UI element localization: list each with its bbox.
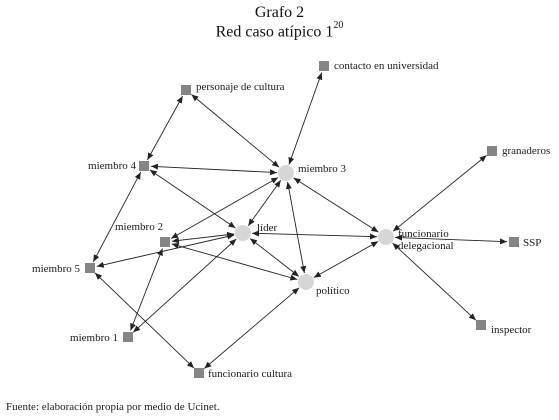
node-politico [298,274,314,290]
edge-personaje-miembro4 [147,95,183,161]
nodes-layer [85,61,519,378]
node-inspector [476,320,486,330]
edge-funcionario-granaderos [392,155,487,232]
edge-miembro5-funcultura [94,272,195,369]
edge-lider-funcionario [251,230,378,240]
footnote-ref: 20 [333,20,344,31]
node-miembro2 [160,237,170,247]
node-label-miembro3: miembro 3 [298,163,346,175]
node-miembro1 [123,332,133,342]
edge-funcionario-ssp [394,234,508,245]
graph-subtitle: Red caso atípico 120 [0,20,559,41]
node-label-miembro1: miembro 1 [70,332,118,344]
node-label-contacto: contacto en universidad [334,60,439,72]
edge-funcionario-politico [313,241,379,278]
node-label-granaderos: granaderos [502,145,550,157]
node-label-lider: líder [257,222,277,234]
node-miembro5 [85,263,95,273]
node-funcionario [378,229,394,245]
edge-funcionario-inspector [392,242,477,321]
node-label-miembro2: miembro 2 [115,221,163,233]
node-funcultura [194,368,204,378]
labels-layer: personaje de cultura contacto en universi… [32,60,550,380]
edge-miembro2-politico [171,242,298,281]
node-label-ssp: SSP [523,237,541,249]
source-footer: Fuente: elaboración propia por medio de … [6,401,220,413]
edge-miembro3-politico [285,181,307,274]
edge-lider-politico [249,238,300,277]
edge-miembro4-miembro3 [150,163,278,176]
node-label-line: funcionario [398,228,449,240]
edge-miembro3-funcionario [293,177,379,233]
edge-personaje-miembro3 [191,94,280,168]
graph-title: Grafo 2 [254,4,305,21]
edges-layer [92,72,508,369]
subtitle-text: Red caso atípico 1 [215,23,334,41]
node-ssp [509,237,519,247]
node-personaje [181,85,191,95]
node-lider [235,225,251,241]
node-label-miembro5: miembro 5 [32,263,80,275]
edge-miembro4-miembro5 [92,171,142,263]
edge-miembro2-miembro1 [130,248,163,331]
edge-miembro4-lider [149,169,236,229]
edge-contacto-miembro3 [288,72,323,165]
edge-miembro3-lider [247,180,282,226]
node-granaderos [487,146,497,156]
node-label-personaje: personaje de cultura [196,81,285,93]
node-label-line: delegacional [398,240,454,252]
edge-politico-funcultura [204,287,300,369]
node-label-politico: político [316,285,350,297]
node-miembro4 [139,161,149,171]
node-label-inspector: inspector [491,324,532,336]
node-contacto [319,61,329,71]
node-label-miembro4: miembro 4 [88,160,136,172]
node-miembro3 [278,165,294,181]
edge-lider-miembro1 [132,238,237,333]
node-label-funcultura: funcionario cultura [208,368,292,380]
